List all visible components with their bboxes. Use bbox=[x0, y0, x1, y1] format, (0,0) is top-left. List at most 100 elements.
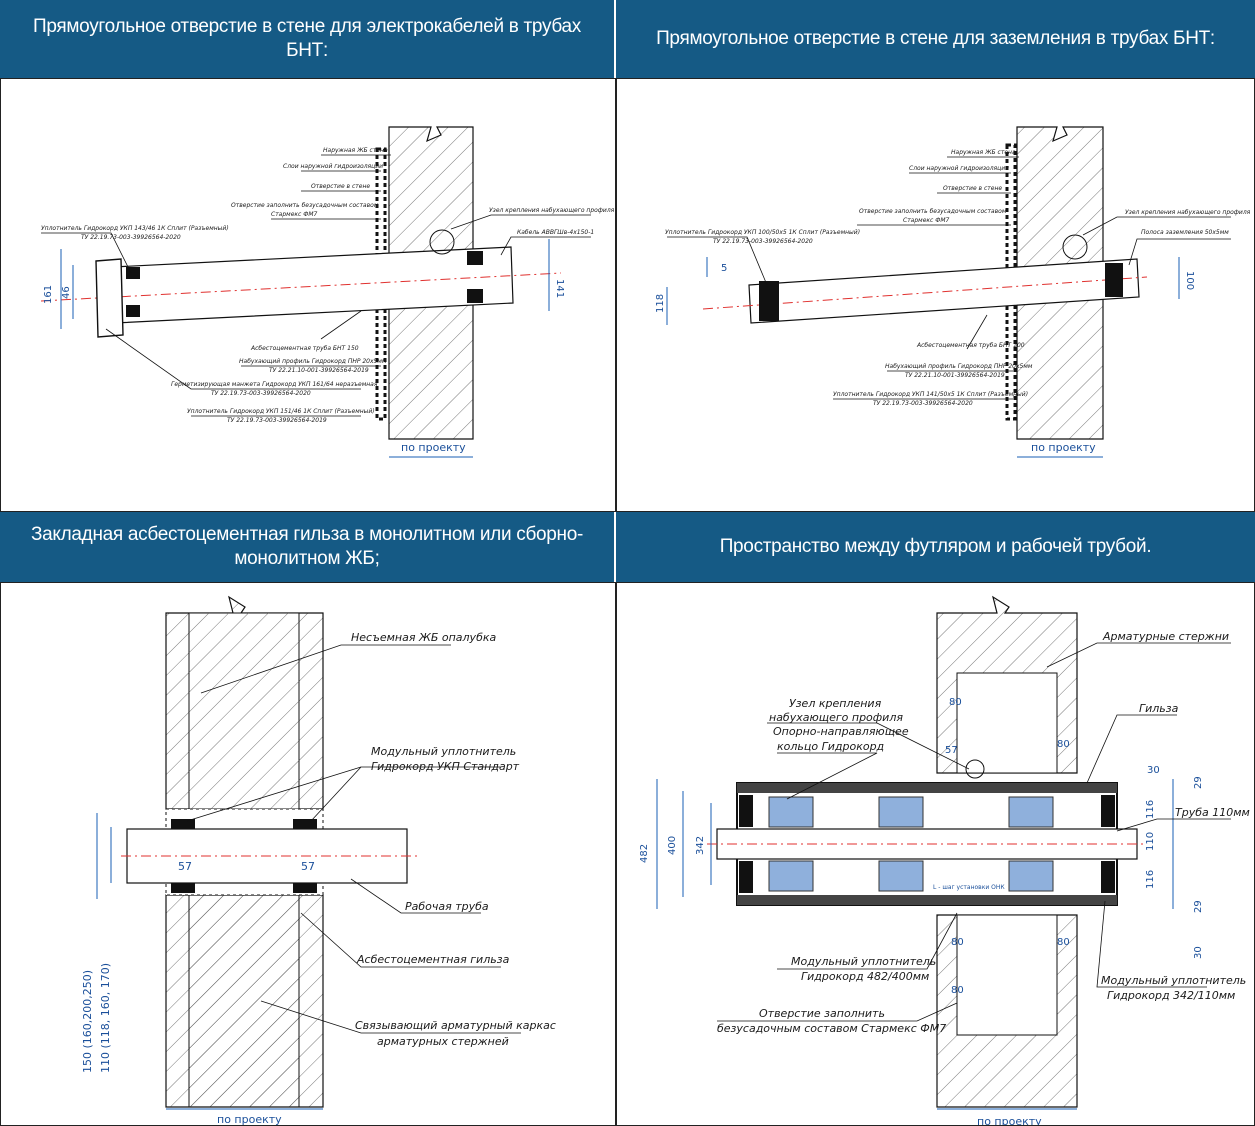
seal-br bbox=[293, 883, 317, 893]
label-formwork: Несъемная ЖБ опалубка bbox=[351, 631, 496, 644]
dim-inner: 110 (118, 160, 170) bbox=[99, 963, 112, 1073]
sealing-cuff bbox=[95, 258, 124, 338]
label-pipe: Асбестоцементная труба БНТ 100 bbox=[916, 342, 1025, 349]
header-top-right: Прямоугольное отверстие в стене для зазе… bbox=[616, 0, 1255, 78]
label-seal-bot2: ТУ 22.19.73-003-39926564-2020 bbox=[873, 400, 973, 407]
dim-30-b: 30 bbox=[1193, 946, 1204, 959]
dim-46: 46 bbox=[61, 286, 72, 299]
dim-outer: 150 (160,200,250) bbox=[81, 970, 94, 1073]
label-profile2: ТУ 22.21.10-001-39926564-2019 bbox=[269, 367, 369, 374]
label-cage1: Связывающий арматурный каркас bbox=[355, 1019, 556, 1032]
ring-2-bottom bbox=[878, 860, 924, 892]
asbestos-pipe bbox=[748, 258, 1140, 324]
seal-right bbox=[1105, 263, 1123, 297]
node-circle bbox=[429, 229, 455, 255]
label-profile1: Набухающий профиль Гидрокорд ПНР 20х5мм bbox=[239, 358, 387, 365]
seal-right-top bbox=[467, 251, 483, 265]
label-cable: Кабель АВВГШв-4х150-1 bbox=[517, 229, 594, 236]
seal-bl bbox=[171, 883, 195, 893]
dim-80-c: 80 bbox=[951, 937, 964, 948]
label-sleeve: Асбестоцементная гильза bbox=[356, 953, 510, 966]
label-waterproof: Слои наружной гидроизоляции bbox=[283, 163, 383, 170]
label-cuff1: Герметизирующая манжета Гидрокорд УКП 16… bbox=[171, 381, 378, 388]
label-pipe: Асбестоцементная труба БНТ 150 bbox=[250, 345, 359, 352]
label-seal-top1: Уплотнитель Гидрокорд УКП 100/50х5 1К Сп… bbox=[665, 229, 860, 236]
seal-tr bbox=[293, 819, 317, 829]
ring-3-bottom bbox=[1008, 860, 1054, 892]
panel-casing-space: 482 400 342 80 57 80 30 29 116 110 116 2… bbox=[616, 582, 1255, 1126]
label-sleeve: Гильза bbox=[1139, 702, 1179, 715]
by-project: по проекту bbox=[977, 1115, 1042, 1126]
step-label: L - шаг установки ОНК bbox=[933, 884, 1005, 891]
ring-2-top bbox=[878, 796, 924, 828]
label-profile2: ТУ 22.21.10-001-39926564-2019 bbox=[905, 372, 1005, 379]
seal-left bbox=[759, 281, 779, 321]
dim-57: 57 bbox=[945, 745, 958, 756]
label-node1: Узел крепления bbox=[789, 697, 882, 710]
label-profile1: Набухающий профиль Гидрокорд ПНР 20х5мм bbox=[885, 363, 1033, 370]
by-project: по проекту bbox=[401, 441, 466, 454]
label-mod1a: Модульный уплотнитель bbox=[791, 955, 936, 968]
dim-57-left: 57 bbox=[178, 860, 192, 873]
header-bottom-left: Закладная асбестоцементная гильза в моно… bbox=[0, 512, 614, 582]
label-ring2: кольцо Гидрокорд bbox=[777, 740, 884, 753]
casing-top bbox=[737, 783, 1117, 793]
panel-grounding-opening: 5 118 100 по проекту Наружная ЖБ стена С… bbox=[616, 78, 1255, 512]
ring-1-top bbox=[768, 796, 814, 828]
dim-116-a: 116 bbox=[1145, 800, 1156, 819]
label-opening: Отверстие в стене bbox=[943, 185, 1002, 192]
label-node: Узел крепления набухающего профиля bbox=[489, 207, 615, 214]
label-strip: Полоса заземления 50х5мм bbox=[1141, 229, 1229, 236]
seal-tl bbox=[171, 819, 195, 829]
dim-110: 110 bbox=[1145, 832, 1156, 851]
dim-80-a: 80 bbox=[949, 697, 962, 708]
label-rebar: Арматурные стержни bbox=[1102, 630, 1229, 643]
seal-left-bottom bbox=[126, 305, 140, 317]
node-circle bbox=[1062, 234, 1088, 260]
label-fill2: безусадочным составом Стармекс ФМ7 bbox=[717, 1022, 946, 1035]
label-seal2: Гидрокорд УКП Стандарт bbox=[371, 760, 520, 773]
label-waterproof: Слои наружной гидроизоляции bbox=[909, 165, 1009, 172]
node-circle bbox=[965, 759, 985, 779]
label-seal-bot2: ТУ 22.19.73-003-39926564-2019 bbox=[227, 417, 327, 424]
dim-80-d: 80 bbox=[1057, 937, 1070, 948]
label-ring1: Опорно-направляющее bbox=[773, 725, 909, 738]
dim-118: 118 bbox=[655, 294, 666, 313]
header-top-left: Прямоугольное отверстие в стене для элек… bbox=[0, 0, 614, 78]
label-mod2b: Гидрокорд 342/110мм bbox=[1107, 989, 1235, 1002]
dim-80-e: 80 bbox=[951, 985, 964, 996]
dim-80-b: 80 bbox=[1057, 739, 1070, 750]
pipe-axis bbox=[40, 272, 562, 302]
ring-3-top bbox=[1008, 796, 1054, 828]
seal-left-top bbox=[126, 267, 140, 279]
label-fill2: Стармекс ФМ7 bbox=[903, 217, 950, 224]
label-seal-bot1: Уплотнитель Гидрокорд УКП 141/50х5 1К Сп… bbox=[833, 391, 1028, 398]
label-fill2: Стармекс ФМ7 bbox=[271, 211, 318, 218]
by-project: по проекту bbox=[217, 1113, 282, 1126]
label-fill1: Отверстие заполнить bbox=[759, 1007, 885, 1020]
label-wall: Наружная ЖБ стена bbox=[323, 147, 388, 154]
label-seal-bot1: Уплотнитель Гидрокорд УКП 151/46 1К Спли… bbox=[187, 408, 375, 415]
dim-116-b: 116 bbox=[1145, 870, 1156, 889]
dim-30-a: 30 bbox=[1147, 765, 1160, 776]
dim-141: 141 bbox=[554, 279, 565, 298]
label-seal1: Модульный уплотнитель bbox=[371, 745, 516, 758]
seal-right-bottom bbox=[467, 289, 483, 303]
dim-5: 5 bbox=[721, 263, 727, 274]
dim-400: 400 bbox=[667, 836, 678, 855]
label-node: Узел крепления набухающего профиля bbox=[1125, 209, 1251, 216]
label-mod2a: Модульный уплотнитель bbox=[1101, 974, 1246, 987]
label-pipe: Труба 110мм bbox=[1175, 806, 1250, 819]
label-fill1: Отверстие заполнить безусадочным составо… bbox=[231, 202, 379, 209]
dim-29-b: 29 bbox=[1193, 900, 1204, 913]
ring-1-bottom bbox=[768, 860, 814, 892]
label-seal-top2: ТУ 22.19.73-003-39926564-2020 bbox=[81, 234, 181, 241]
dim-100: 100 bbox=[1184, 271, 1195, 290]
label-fill1: Отверстие заполнить безусадочным составо… bbox=[859, 208, 1007, 215]
seal-right-bottom bbox=[1101, 861, 1115, 893]
panel-embedded-sleeve: 150 (160,200,250) 110 (118, 160, 170) 57… bbox=[0, 582, 616, 1126]
casing-bottom bbox=[737, 895, 1117, 905]
dim-29-a: 29 bbox=[1193, 776, 1204, 789]
dim-482: 482 bbox=[639, 844, 650, 863]
label-node2: набухающего профиля bbox=[769, 711, 903, 724]
